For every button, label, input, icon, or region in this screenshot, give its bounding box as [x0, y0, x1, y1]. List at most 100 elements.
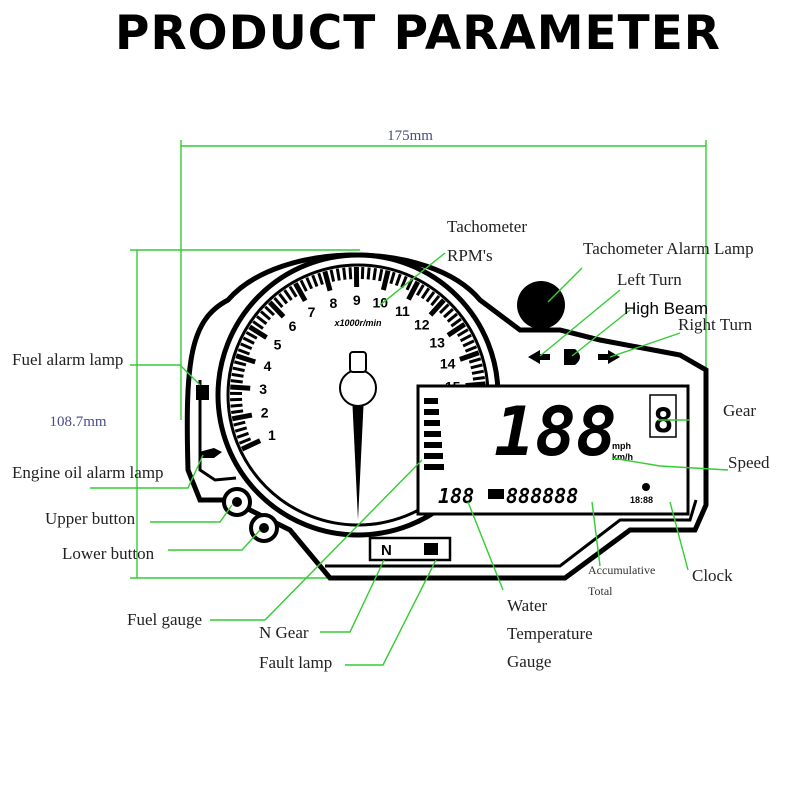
label-n-gear: N Gear: [259, 623, 309, 642]
tach-major-tick: [406, 280, 421, 301]
tach-minor-tick: [348, 267, 353, 280]
fuel-alarm-lamp-icon: [196, 385, 209, 400]
label-engine-oil-alarm-lamp: Engine oil alarm lamp: [12, 463, 164, 482]
label-speed: Speed: [728, 453, 770, 472]
clock-readout: 18:88: [630, 495, 653, 505]
tach-minor-tick: [245, 331, 258, 340]
label-high-beam: High Beam: [624, 299, 708, 318]
tach-minor-tick: [464, 345, 478, 353]
tach-minor-tick: [372, 267, 377, 281]
tach-minor-tick: [305, 277, 313, 290]
tach-minor-tick: [471, 369, 485, 375]
tach-major-tick: [240, 438, 262, 452]
tach-minor-tick: [283, 289, 293, 301]
tach-major-tick: [322, 270, 333, 292]
odometer-readout: 888888: [506, 484, 578, 508]
tach-number: 8: [330, 295, 338, 311]
fuel-bar-segment: [424, 409, 439, 415]
speed-readout: 188: [494, 393, 617, 472]
tach-number: 10: [373, 295, 389, 311]
tach-minor-tick: [470, 363, 483, 370]
tach-minor-tick: [394, 273, 402, 287]
label-tachometer-alarm-lamp: Tachometer Alarm Lamp: [583, 239, 754, 258]
tach-number: 5: [274, 336, 282, 352]
label-fault-lamp: Fault lamp: [259, 653, 332, 672]
gear-readout: 8: [653, 401, 673, 441]
tach-minor-tick: [278, 293, 288, 305]
tach-minor-tick: [389, 271, 396, 285]
tach-minor-tick: [472, 376, 486, 381]
tach-number: 12: [414, 317, 430, 333]
tach-minor-tick: [462, 339, 475, 348]
tach-minor-tick: [468, 357, 482, 364]
fuel-bar-segment: [424, 398, 438, 404]
tach-minor-tick: [233, 420, 246, 427]
tach-minor-tick: [234, 426, 248, 433]
indicator-panel: N: [368, 536, 452, 562]
tach-minor-tick: [456, 328, 469, 338]
page-title: PRODUCT PARAMETER: [115, 6, 721, 61]
label-tachometer: Tachometer: [447, 217, 527, 236]
tach-minor-tick: [242, 336, 255, 345]
label-clock: Clock: [692, 566, 733, 585]
needle-hub: [339, 369, 377, 407]
tach-number: 11: [395, 303, 410, 319]
fuel-bar-segment: [424, 431, 441, 437]
tach-major-tick: [459, 350, 480, 362]
tach-minor-tick: [443, 308, 454, 319]
tach-minor-tick: [264, 305, 275, 317]
tach-minor-tick: [415, 284, 425, 297]
label-fuel-gauge: Fuel gauge: [127, 610, 202, 629]
fuel-bar-segment: [424, 442, 442, 448]
dimension-lines: [130, 140, 707, 579]
tach-number: 2: [261, 405, 269, 421]
tach-minor-tick: [230, 403, 243, 408]
tach-major-tick: [248, 324, 268, 340]
leader-lines: [90, 252, 729, 666]
fuel-bar-segment: [424, 420, 440, 426]
tach-minor-tick: [230, 409, 244, 414]
tach-minor-tick: [438, 303, 450, 315]
tach-minor-tick: [366, 267, 371, 280]
tach-major-tick: [235, 353, 256, 365]
label-rpms: RPM's: [447, 246, 493, 265]
tach-minor-tick: [459, 333, 472, 343]
tach-minor-tick: [400, 275, 408, 289]
fuel-bar-segment: [424, 453, 443, 459]
tach-minor-tick: [237, 348, 251, 356]
tach-number: 7: [308, 304, 316, 320]
tach-minor-tick: [231, 372, 244, 378]
tach-minor-tick: [378, 268, 384, 282]
tach-minor-tick: [420, 287, 431, 300]
tach-number: 6: [289, 318, 297, 334]
tach-major-tick: [293, 282, 308, 303]
tach-major-tick: [231, 412, 253, 422]
tach-minor-tick: [311, 274, 319, 288]
tach-major-tick: [267, 300, 286, 319]
tach-number: 1: [268, 427, 276, 443]
tach-minor-tick: [273, 297, 284, 309]
tach-number: 14: [440, 356, 456, 372]
tach-minor-tick: [238, 437, 252, 445]
tach-minor-tick: [288, 285, 298, 298]
tach-minor-tick: [236, 431, 250, 439]
tach-minor-tick: [260, 310, 272, 321]
tachometer-alarm-lamp: [517, 281, 565, 329]
tach-number: 13: [429, 334, 445, 350]
tach-major-tick: [446, 322, 467, 338]
right-turn-arrow-icon: [598, 350, 620, 364]
tach-minor-tick: [233, 360, 247, 367]
tach-major-tick: [230, 384, 251, 391]
tach-minor-tick: [450, 317, 462, 328]
tach-major-tick: [428, 298, 446, 317]
label-water: Water: [507, 596, 547, 615]
tach-minor-tick: [430, 294, 441, 307]
label-upper-button: Upper button: [45, 509, 136, 528]
label-gear: Gear: [723, 401, 756, 420]
width-dimension-label: 175mm: [387, 128, 433, 144]
n-gear-indicator: N: [381, 542, 392, 559]
engine-oil-lamp-icon: [199, 448, 222, 458]
label-accumulative: Accumulative: [588, 563, 655, 577]
tach-minor-tick: [256, 315, 268, 325]
